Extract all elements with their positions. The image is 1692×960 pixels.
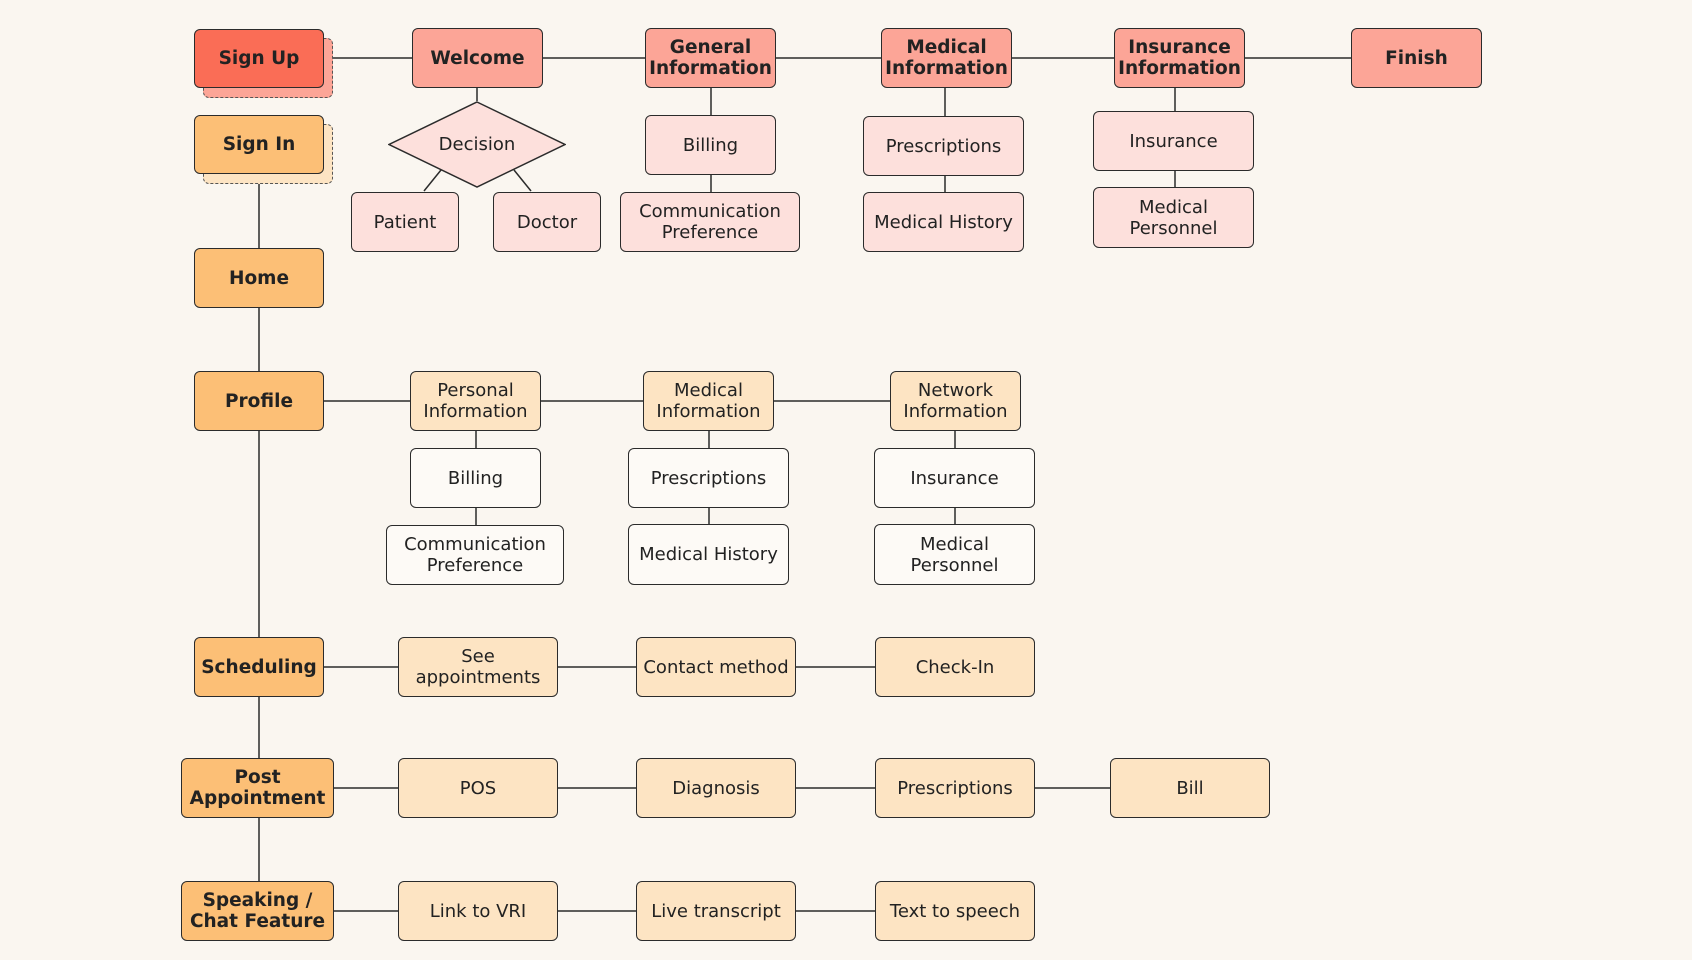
- patient-node[interactable]: Patient: [351, 192, 459, 252]
- sign-in-node[interactable]: Sign In: [194, 115, 324, 174]
- link-to-vri-node[interactable]: Link to VRI: [398, 881, 558, 941]
- personal-information-node[interactable]: Personal Information: [410, 371, 541, 431]
- profile-insurance-node[interactable]: Insurance: [874, 448, 1035, 508]
- onboarding-medical-history-node[interactable]: Medical History: [863, 192, 1024, 252]
- profile-billing-node[interactable]: Billing: [410, 448, 541, 508]
- welcome-node[interactable]: Welcome: [412, 28, 543, 88]
- post-appointment-node[interactable]: Post Appointment: [181, 758, 334, 818]
- onboarding-prescriptions-node[interactable]: Prescriptions: [863, 116, 1024, 176]
- check-in-node[interactable]: Check-In: [875, 637, 1035, 697]
- onboarding-communication-preference-node[interactable]: Communication Preference: [620, 192, 800, 252]
- pos-node[interactable]: POS: [398, 758, 558, 818]
- profile-node[interactable]: Profile: [194, 371, 324, 431]
- profile-medical-personnel-node[interactable]: Medical Personnel: [874, 524, 1035, 585]
- decision-label: Decision: [438, 133, 516, 155]
- profile-medical-information-node[interactable]: Medical Information: [643, 371, 774, 431]
- onboarding-insurance-node[interactable]: Insurance: [1093, 111, 1254, 171]
- onboarding-billing-node[interactable]: Billing: [645, 115, 776, 175]
- general-information-node[interactable]: General Information: [645, 28, 776, 88]
- medical-information-node[interactable]: Medical Information: [881, 28, 1012, 88]
- onboarding-medical-personnel-node[interactable]: Medical Personnel: [1093, 187, 1254, 248]
- post-prescriptions-node[interactable]: Prescriptions: [875, 758, 1035, 818]
- contact-method-node[interactable]: Contact method: [636, 637, 796, 697]
- profile-communication-preference-node[interactable]: Communication Preference: [386, 525, 564, 585]
- text-to-speech-node[interactable]: Text to speech: [875, 881, 1035, 941]
- home-node[interactable]: Home: [194, 248, 324, 308]
- bill-node[interactable]: Bill: [1110, 758, 1270, 818]
- live-transcript-node[interactable]: Live transcript: [636, 881, 796, 941]
- profile-prescriptions-node[interactable]: Prescriptions: [628, 448, 789, 508]
- diagnosis-node[interactable]: Diagnosis: [636, 758, 796, 818]
- decision-diamond[interactable]: [388, 101, 566, 189]
- speaking-chat-feature-node[interactable]: Speaking / Chat Feature: [181, 881, 334, 941]
- insurance-information-node[interactable]: Insurance Information: [1114, 28, 1245, 88]
- sign-up-node[interactable]: Sign Up: [194, 29, 324, 88]
- network-information-node[interactable]: Network Information: [890, 371, 1021, 431]
- see-appointments-node[interactable]: See appointments: [398, 637, 558, 697]
- doctor-node[interactable]: Doctor: [493, 192, 601, 252]
- scheduling-node[interactable]: Scheduling: [194, 637, 324, 697]
- finish-node[interactable]: Finish: [1351, 28, 1482, 88]
- profile-medical-history-node[interactable]: Medical History: [628, 524, 789, 585]
